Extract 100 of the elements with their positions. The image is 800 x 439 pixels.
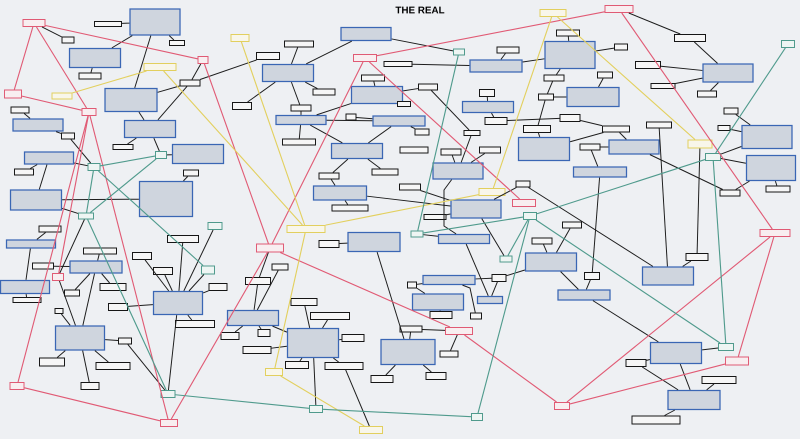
connector-line bbox=[430, 90, 470, 130]
text-panel bbox=[330, 142, 384, 160]
label-box bbox=[426, 372, 446, 380]
text-panel bbox=[518, 136, 570, 162]
label-box bbox=[384, 61, 412, 67]
connector-line bbox=[62, 208, 78, 214]
concept-box bbox=[10, 382, 24, 390]
label-box bbox=[538, 94, 554, 100]
connector-line bbox=[330, 179, 336, 186]
text-panel bbox=[286, 328, 340, 358]
connector-line bbox=[153, 138, 160, 152]
text-panel bbox=[422, 274, 476, 286]
label-box bbox=[94, 21, 122, 27]
connector-line bbox=[332, 358, 340, 362]
connector-line bbox=[675, 78, 703, 84]
label-box bbox=[560, 114, 580, 122]
text-panel bbox=[350, 86, 404, 104]
connector-line bbox=[538, 132, 540, 138]
label-box bbox=[674, 34, 706, 42]
connector-line bbox=[58, 116, 89, 274]
concept-box bbox=[471, 413, 483, 421]
connector-line bbox=[128, 304, 154, 307]
connector-line bbox=[592, 300, 659, 342]
title: THE REAL bbox=[396, 6, 444, 14]
concept-box bbox=[82, 108, 96, 116]
label-box bbox=[54, 308, 64, 314]
connector-line bbox=[90, 158, 156, 213]
concept-box bbox=[4, 90, 22, 98]
label-box bbox=[635, 61, 661, 69]
connector-line bbox=[368, 126, 392, 144]
connector-line bbox=[543, 244, 548, 253]
connector-line bbox=[175, 394, 310, 409]
label-box bbox=[532, 238, 552, 244]
label-box bbox=[414, 128, 430, 136]
label-box bbox=[400, 146, 428, 154]
text-panel bbox=[432, 162, 484, 180]
connector-line bbox=[111, 35, 133, 48]
label-box bbox=[100, 283, 126, 291]
connector-line bbox=[163, 70, 303, 226]
text-panel bbox=[642, 266, 694, 286]
connector-line bbox=[595, 48, 614, 52]
label-box bbox=[479, 146, 501, 154]
label-box bbox=[318, 172, 340, 180]
connector-line bbox=[366, 196, 451, 206]
connector-line bbox=[56, 131, 62, 134]
concept-box bbox=[359, 426, 383, 434]
text-panel bbox=[104, 88, 158, 112]
label-box bbox=[702, 376, 736, 384]
label-box bbox=[479, 89, 495, 97]
connector-line bbox=[507, 220, 528, 256]
text-panel bbox=[544, 40, 596, 70]
connector-line bbox=[506, 270, 526, 276]
connector-line bbox=[694, 42, 718, 64]
text-panel bbox=[12, 118, 64, 132]
text-panel bbox=[608, 139, 660, 155]
connector-line bbox=[344, 200, 348, 205]
label-box bbox=[167, 235, 199, 243]
connector-line bbox=[70, 139, 92, 164]
connector-line bbox=[24, 113, 31, 119]
connector-line bbox=[536, 220, 720, 344]
label-box bbox=[646, 122, 672, 128]
connector-line bbox=[560, 271, 579, 290]
connector-line bbox=[182, 176, 188, 182]
label-box bbox=[96, 362, 130, 370]
label-box bbox=[324, 362, 364, 370]
connector-line bbox=[256, 270, 279, 310]
connector-line bbox=[528, 187, 654, 267]
connector-line bbox=[522, 58, 545, 63]
text-panel bbox=[380, 338, 436, 366]
connector-line bbox=[54, 266, 70, 267]
label-box bbox=[61, 132, 75, 140]
connector-line bbox=[444, 179, 457, 234]
label-box bbox=[256, 52, 280, 60]
connector-line bbox=[127, 138, 137, 144]
label-box bbox=[80, 382, 100, 390]
connector-line bbox=[566, 236, 770, 402]
connector-line bbox=[280, 252, 450, 328]
connector-line bbox=[90, 116, 169, 420]
connector-line bbox=[247, 82, 276, 102]
connector-line bbox=[290, 82, 300, 105]
label-box bbox=[38, 226, 62, 232]
text-panel bbox=[54, 325, 106, 351]
text-panel bbox=[650, 342, 702, 364]
connector-line bbox=[202, 290, 209, 294]
connector-line bbox=[322, 320, 328, 328]
connector-line bbox=[332, 158, 348, 173]
text-panel bbox=[172, 144, 224, 164]
text-panel bbox=[702, 63, 754, 83]
connector-line bbox=[373, 81, 376, 86]
connector-line bbox=[104, 339, 118, 342]
concept-box bbox=[198, 56, 208, 64]
concept-box bbox=[760, 229, 790, 237]
connector-line bbox=[464, 334, 557, 402]
connector-line bbox=[546, 81, 554, 94]
connector-line bbox=[720, 158, 746, 164]
label-box bbox=[724, 108, 738, 114]
text-panel bbox=[462, 100, 514, 114]
connector-line bbox=[345, 369, 370, 426]
label-box bbox=[132, 252, 152, 260]
connector-line bbox=[157, 86, 180, 93]
